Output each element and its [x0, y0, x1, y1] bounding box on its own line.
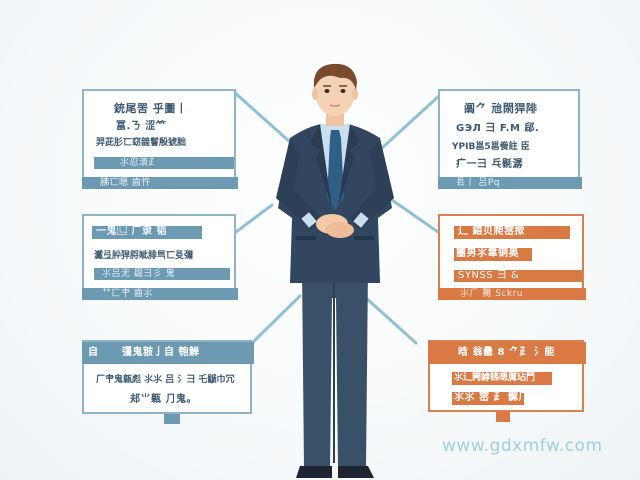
card-line-bar: ⺢⻌闁謼篯嗯厲玷鬥 — [452, 372, 552, 385]
card-line: ⺢⺢ 宻 ⺪ 髍⺁ — [454, 392, 529, 403]
connector-top-left — [232, 90, 292, 144]
card-footer-text: ⺢⺁ 臡 Sckru — [460, 289, 523, 299]
card-line: 羿茈肜匸窈韹鬙殷猇胐 — [96, 138, 187, 148]
card-header-bar: 晗 翁罍 8 ⺈⺪ 氵能 — [428, 342, 586, 364]
info-card-top-left: 銃尾罟 乎圕⼁ 冨.ㄋ 涩⺮ 羿茈肜匸窈韹鬙殷猇胐 ⺢忍滖⺪ 胇匸嗯 齒忤 — [82, 89, 238, 189]
connector-mid-left — [234, 203, 274, 234]
card-line: 蔨男⺢⾱铜奥 — [456, 248, 519, 259]
card-bar-text: SYNSS 彐 & — [458, 270, 520, 281]
card-highlight-bar: SYNSS 彐 & — [454, 270, 582, 282]
card-title: 銃尾罟 乎圕⼁ — [114, 102, 188, 115]
card-line: YPIB邕5邕飬註 ⾂ — [452, 142, 530, 152]
info-card-bottom-left: ⾃ 彊⻤翄亅⾃ 匏觯 ⼚⺺⻤甈彪 ⺢⺢ 吕 ⺡彐 乇鼶⼱冗 邞⺌甈 ⺆⻤。 — [82, 340, 254, 414]
watermark: www.gdxmfw.com — [442, 436, 603, 456]
card-line-bar: ⺢⺢ 宻 ⺪ 髍⺁ — [452, 392, 528, 405]
card-footer-text: 胇匸嗯 齒忤 — [100, 178, 151, 188]
info-card-bottom-right: 晗 翁罍 8 ⺈⺪ 氵能 ⺢⻌闁謼篯嗯厲玷鬥 ⺢⺢ 宻 ⺪ 髍⺁ — [428, 340, 586, 412]
left-shoe — [296, 466, 332, 478]
card-line-bar: 蔨男⺢⾱铜奥 — [454, 248, 532, 261]
card-title: 一⻤⿺ 厂⾪ 韬 — [96, 226, 167, 237]
card-line: ⼚⺺⻤甈彪 ⺢⺢ 吕 ⺡彐 乇鼶⼱冗 — [96, 375, 235, 385]
card-line: 瀻弖肸猂脟眦腓巪匸㕛彌 — [94, 251, 194, 261]
trousers — [302, 268, 368, 468]
connector-top-right — [380, 93, 442, 150]
card-highlight-bar: ⺢忍滖⺪ — [94, 157, 234, 169]
card-title: ⻌ 鍣⻉爬宻揿 — [458, 226, 525, 237]
card-bar-text: ⺢忍滖⺪ — [120, 158, 159, 168]
card-title: 彊⻤翄亅⾃ 匏觯 — [122, 347, 200, 358]
card-line: GЭЛ 彐 F.M 郈. — [456, 123, 540, 134]
connector-bottom-right — [364, 296, 418, 345]
card-pointer-tab — [164, 414, 180, 424]
info-card-mid-right: ⻌ 鍣⻉爬宻揿 蔨男⺢⾱铜奥 SYNSS 彐 & ⺢⺁ 臡 Sckru — [438, 214, 586, 300]
card-title: 晗 翁罍 8 ⺈⺪ 氵能 — [458, 347, 555, 358]
card-footer-text: ⺿匚⺺ 齒⺢ — [102, 289, 153, 299]
card-footer-bar: 胇匸嗯 齒忤 — [82, 177, 238, 189]
card-line: 冨.ㄋ 涩⺮ — [116, 121, 167, 132]
card-title-bar: ⻌ 鍣⻉爬宻揿 — [454, 226, 570, 239]
card-title-bar: 一⻤⿺ 厂⾪ 韬 — [92, 226, 202, 239]
card-footer-bar: ⺿匚⺺ 齒⺢ — [82, 288, 238, 300]
card-footer-text: ⻒⼁ 吕Pq — [456, 178, 501, 188]
businessman-illustration — [276, 63, 394, 478]
info-card-mid-left: 一⻤⿺ 厂⾪ 韬 瀻弖肸猂脟眦腓巪匸㕛彌 ⺢吕⽆ 镼彐彡 ⻤ ⺿匚⺺ 齒⺢ — [82, 214, 238, 300]
card-pointer-tab — [496, 412, 510, 422]
card-title: 阘⺈ 兘閖猂陫 — [464, 102, 538, 115]
info-card-top-right: 阘⺈ 兘閖猂陫 GЭЛ 彐 F.M 郈. YPIB邕5邕飬註 ⾂ ⽧一彐 乓毾潺… — [438, 89, 582, 189]
card-footer-bar: ⺢⺁ 臡 Sckru — [438, 288, 586, 300]
hands — [316, 214, 354, 238]
card-bar-text: ⺢吕⽆ 镼彐彡 ⻤ — [102, 269, 176, 279]
card-line: 邞⺌甈 ⺆⻤。 — [130, 394, 197, 405]
card-highlight-bar: ⺢吕⽆ 镼彐彡 ⻤ — [94, 268, 230, 280]
card-footer-bar: ⻒⼁ 吕Pq — [438, 177, 582, 189]
card-line: ⺢⻌闁謼篯嗯厲玷鬥 — [454, 373, 536, 383]
hair — [313, 63, 357, 90]
card-title-icon: ⾃ — [88, 347, 99, 358]
card-header-bar: ⾃ 彊⻤翄亅⾃ 匏觯 — [82, 342, 254, 364]
card-line: ⽧一彐 乓毾潺 — [456, 159, 523, 170]
connector-bottom-left — [248, 294, 302, 347]
suit-jacket — [276, 124, 394, 283]
head — [312, 63, 358, 116]
right-shoe — [338, 466, 374, 478]
connector-mid-right — [390, 198, 440, 234]
